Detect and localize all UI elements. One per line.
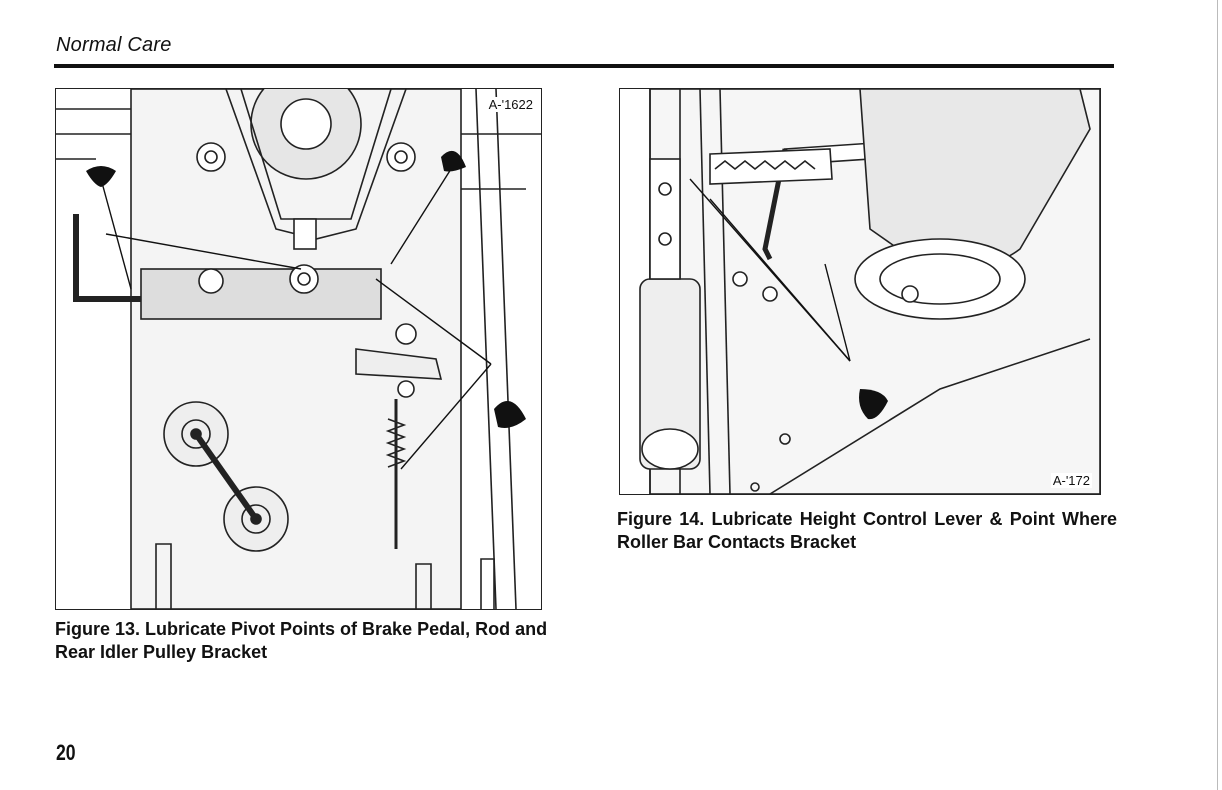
section-title: Normal Care	[56, 34, 172, 57]
header-rule	[54, 64, 1114, 68]
page-number: 20	[56, 740, 76, 766]
figure-14-caption: Figure 14. Lubricate Height Control Leve…	[617, 508, 1117, 554]
figure-14-code: A-'172	[1051, 473, 1092, 488]
figure-13-code: A-'1622	[487, 97, 535, 112]
figure-13-caption: Figure 13. Lubricate Pivot Points of Bra…	[55, 618, 560, 664]
page-edge	[1217, 0, 1218, 790]
figure-14-drawing	[620, 89, 1100, 494]
figure-13-illustration: A-'1622	[55, 88, 542, 610]
figure-13-drawing	[56, 89, 541, 609]
figure-14-illustration: A-'172	[619, 88, 1101, 495]
